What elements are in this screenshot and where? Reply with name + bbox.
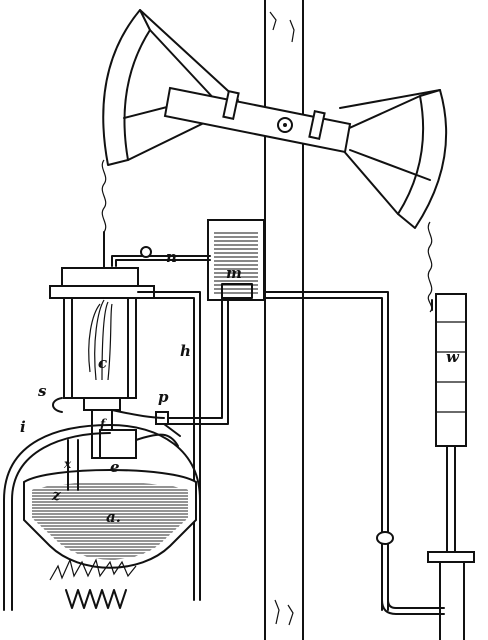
fire xyxy=(49,558,137,609)
pipe-to-w xyxy=(263,291,445,615)
labels: n m c h w s p i f x e z a. xyxy=(20,248,460,526)
boiler xyxy=(3,424,201,611)
label-h: h xyxy=(180,342,191,360)
pipe-p xyxy=(155,297,229,437)
label-w: w xyxy=(446,348,460,366)
label-m: m xyxy=(226,264,242,282)
valve-assembly xyxy=(52,397,179,459)
label-a: a. xyxy=(106,508,121,526)
right-chain xyxy=(427,221,433,313)
label-f: f xyxy=(99,417,107,431)
label-s: s xyxy=(38,382,47,400)
label-p: p xyxy=(158,388,169,406)
label-c: c xyxy=(98,354,107,372)
pipe-n xyxy=(111,246,211,267)
label-e: e xyxy=(110,458,120,476)
pump-w xyxy=(427,293,475,640)
support-column xyxy=(264,0,304,640)
cistern xyxy=(207,219,265,301)
beam-assembly xyxy=(102,9,448,229)
cylinder xyxy=(49,267,155,399)
label-n: n xyxy=(166,248,177,266)
label-x: x xyxy=(63,457,72,471)
label-z: z xyxy=(51,486,61,504)
label-i: i xyxy=(20,418,26,436)
